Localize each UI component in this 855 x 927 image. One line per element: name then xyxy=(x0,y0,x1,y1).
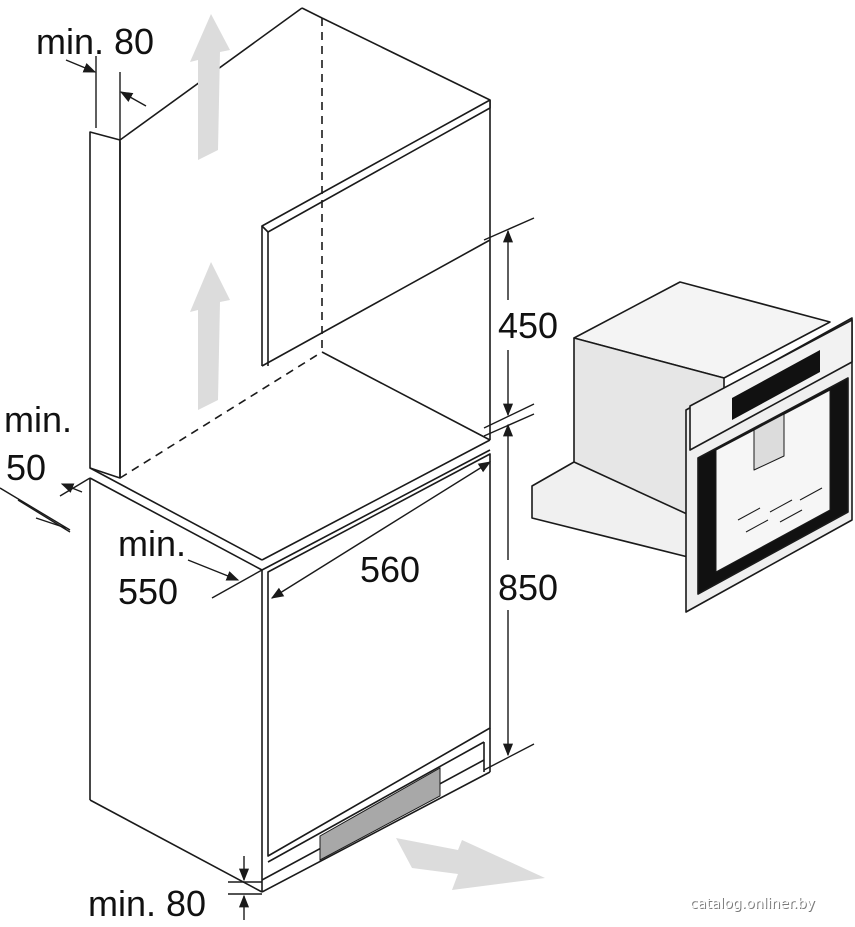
niche-height-label: 450 xyxy=(498,305,558,346)
watermark: catalog.onliner.by xyxy=(690,896,815,912)
top-clearance-label: min. 80 xyxy=(36,21,154,62)
dimension-lines xyxy=(0,56,535,920)
bottom-clearance-label: min. 80 xyxy=(88,883,206,924)
side-gap-label-line2: 50 xyxy=(6,447,46,488)
vent-grille xyxy=(319,767,441,861)
depth-label-line1: min. xyxy=(118,523,186,564)
watermark-shadow: catalog.onliner.by xyxy=(691,897,816,913)
cabinet-height-label: 850 xyxy=(498,567,558,608)
depth-label-line2: 550 xyxy=(118,571,178,612)
arrow-diagonal-icon xyxy=(396,838,545,890)
coffee-machine-illustration xyxy=(531,281,853,613)
arrow-up-icon xyxy=(190,262,230,410)
cabinet-outline xyxy=(89,7,491,893)
width-label: 560 xyxy=(360,549,420,590)
side-gap-label-line1: min. xyxy=(4,399,72,440)
arrow-up-icon xyxy=(190,14,230,160)
